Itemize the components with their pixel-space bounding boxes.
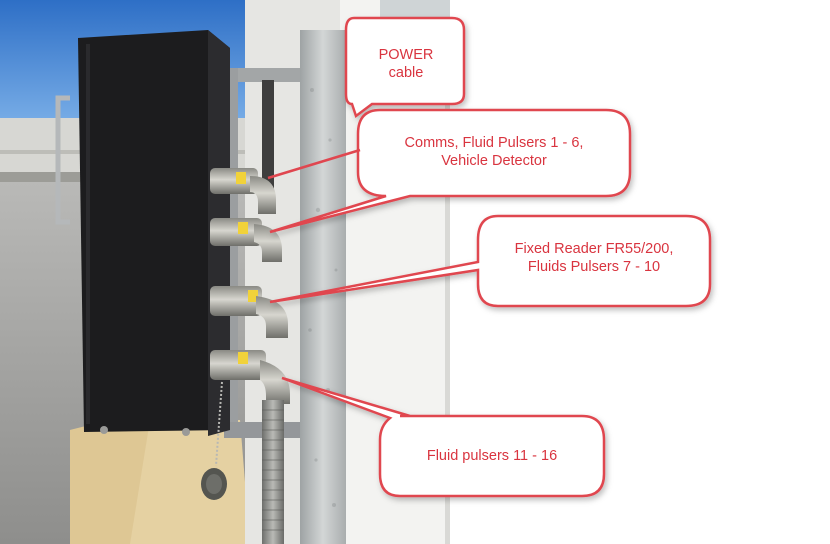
callout-fluid-pulsers: Fluid pulsers 11 - 16 bbox=[426, 448, 558, 464]
galvanized-post bbox=[300, 30, 346, 544]
callout-fluid-pulsers-shape bbox=[281, 376, 606, 498]
connectors bbox=[210, 168, 290, 404]
callout-power: POWER cable bbox=[378, 47, 434, 81]
callout-comms: Comms, Fluid Pulsers 1 - 6, Vehicle Dete… bbox=[404, 135, 584, 169]
mounting-bracket bbox=[224, 68, 304, 82]
enclosure bbox=[78, 30, 230, 432]
callouts bbox=[269, 16, 712, 498]
callout-fixed-reader-shape bbox=[269, 214, 712, 308]
callout-comms-shape bbox=[269, 108, 632, 234]
callout-power-shape bbox=[344, 16, 466, 119]
flexible-conduit bbox=[262, 400, 284, 544]
power-cable bbox=[262, 80, 274, 190]
handle bbox=[55, 95, 70, 225]
callout-fixed-reader: Fixed Reader FR55/200, Fluids Pulsers 7 … bbox=[514, 241, 674, 275]
